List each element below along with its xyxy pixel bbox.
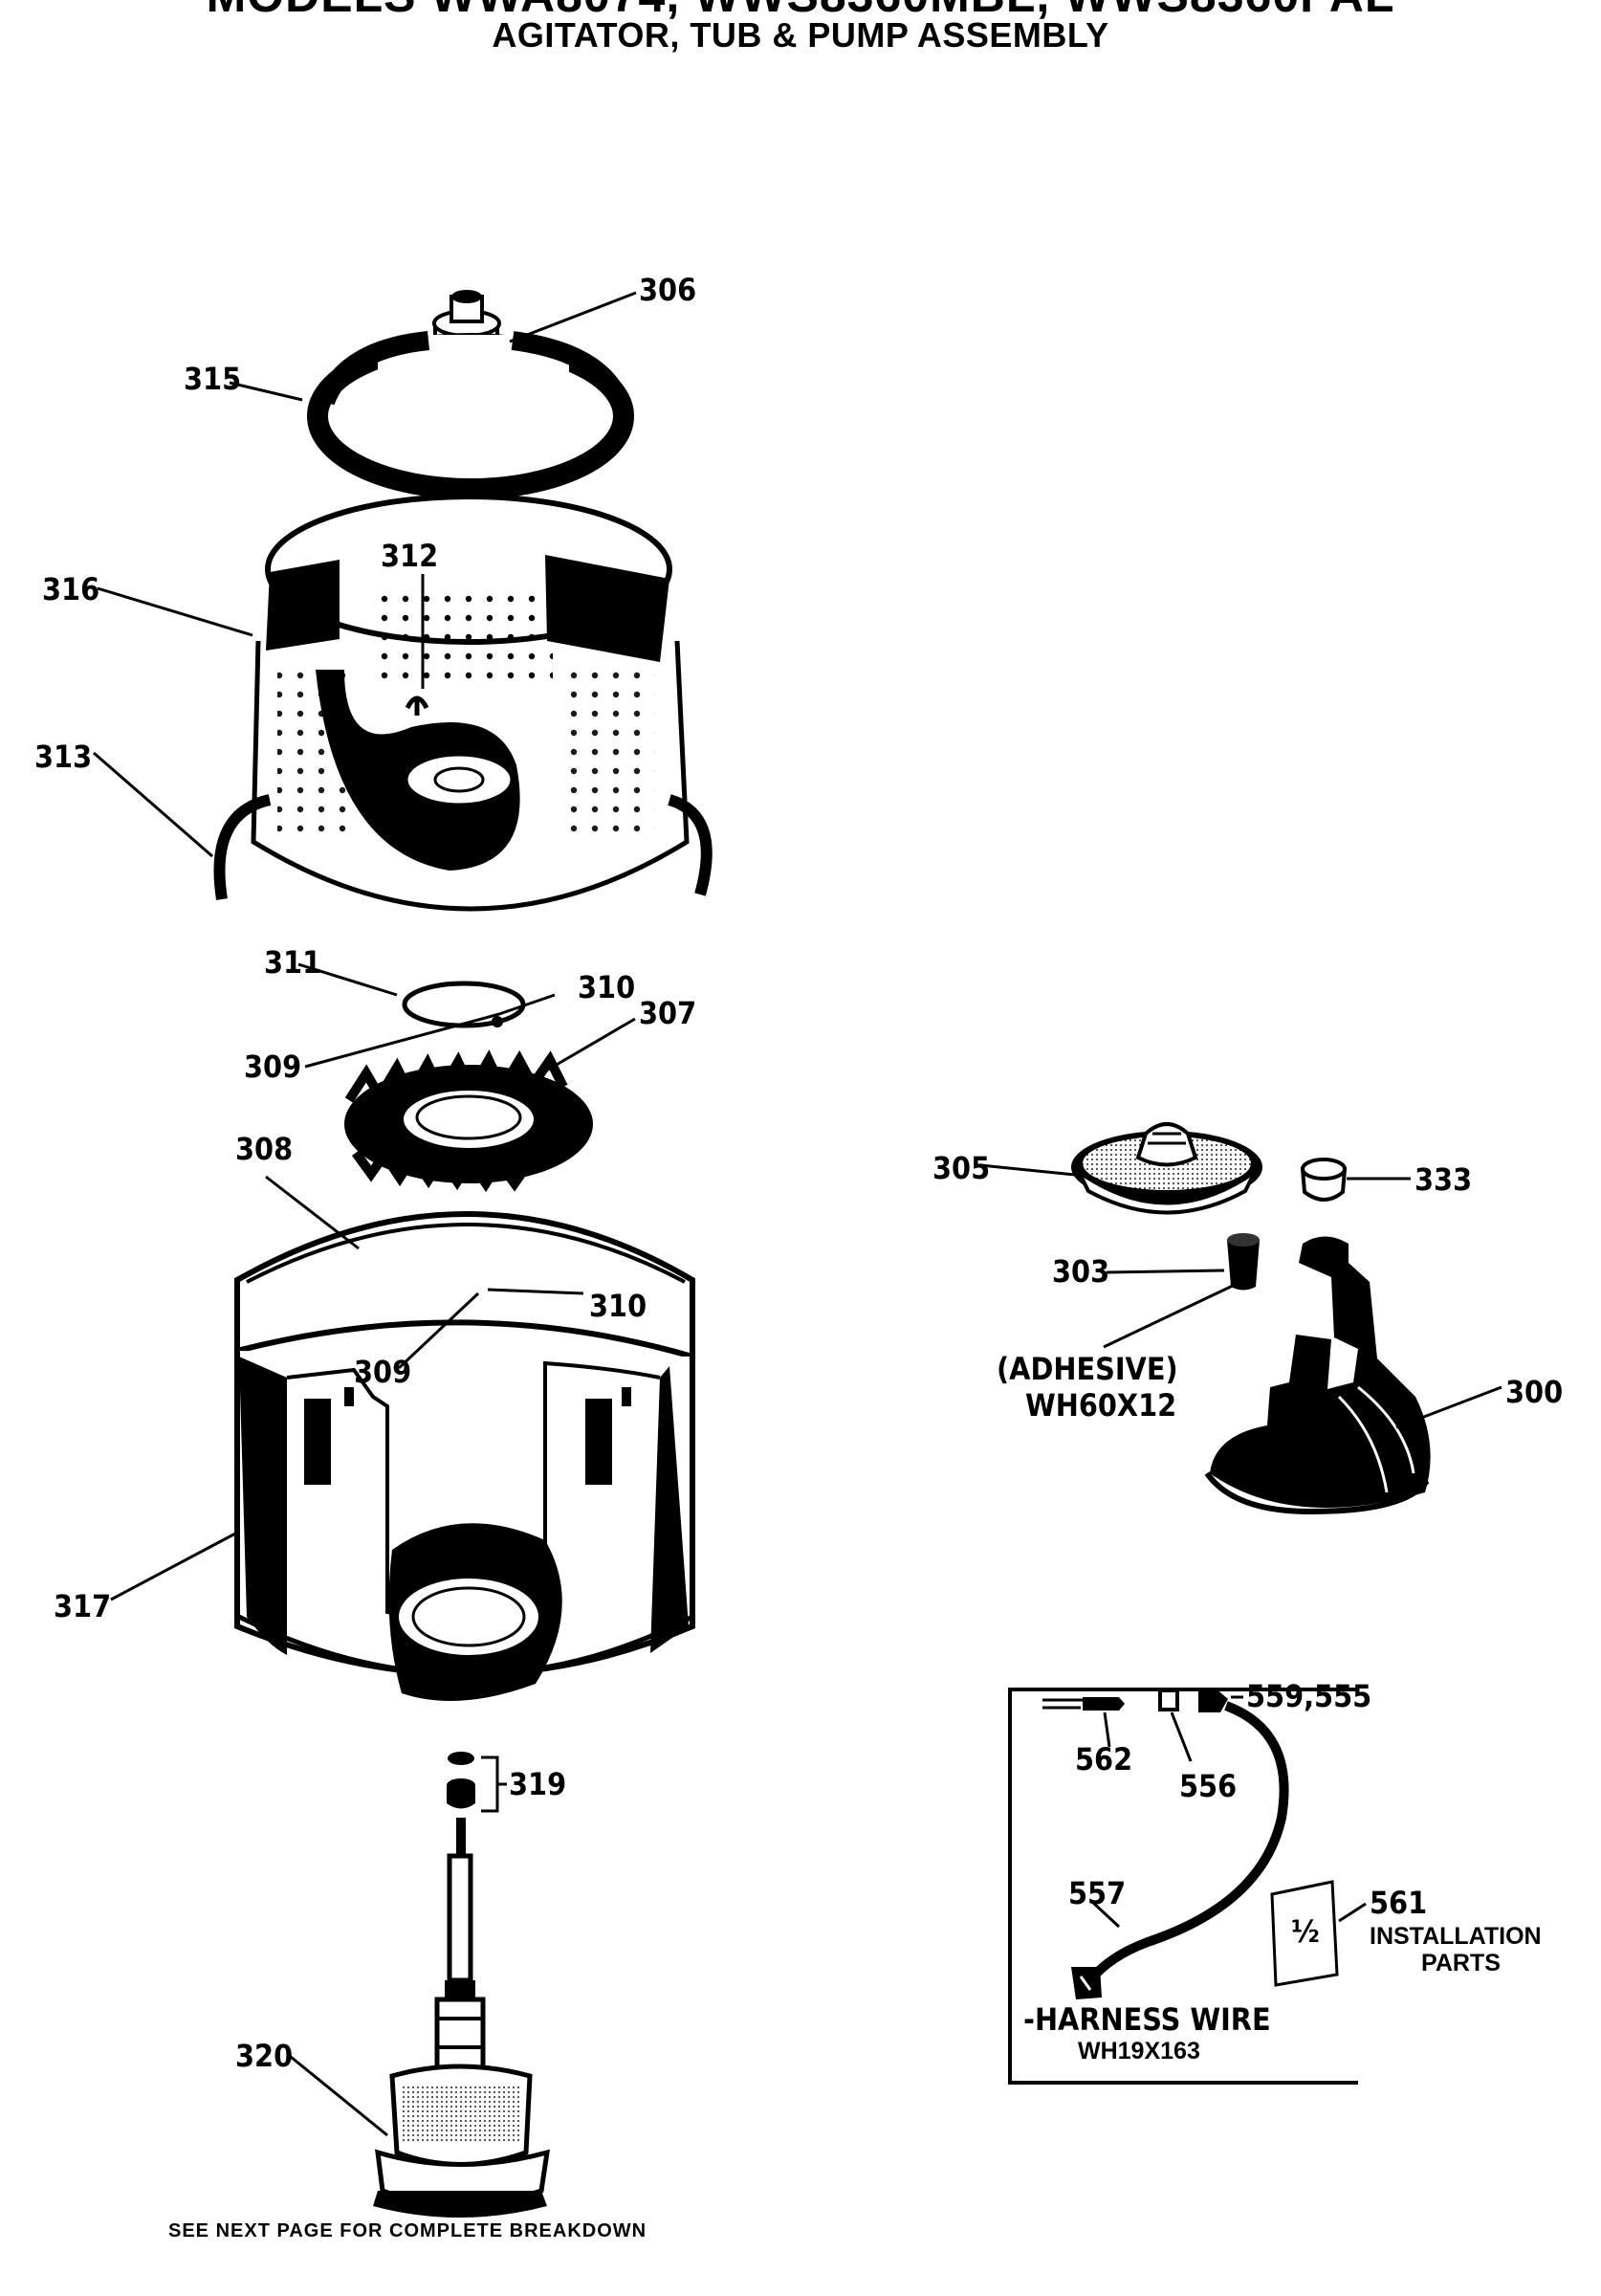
label-300: 300	[1505, 1374, 1563, 1410]
outer-tub-317	[234, 1211, 695, 1701]
label-installation: INSTALLATION	[1370, 1923, 1542, 1950]
label-556: 556	[1179, 1768, 1237, 1804]
label-320: 320	[235, 2038, 293, 2074]
label-307: 307	[639, 995, 696, 1031]
label-harness-part: WH19X163	[1078, 2038, 1200, 2064]
filter-cap-305	[1071, 1122, 1262, 1215]
label-308: 308	[235, 1131, 293, 1167]
label-309-upper: 309	[244, 1049, 301, 1085]
label-562: 562	[1075, 1741, 1132, 1777]
spin-basket-316	[251, 494, 690, 912]
agitator-300	[1204, 1236, 1431, 1515]
label-315: 315	[184, 361, 241, 397]
page-title: AGITATOR, TUB & PUMP ASSEMBLY	[492, 15, 1109, 55]
label-313: 313	[34, 739, 92, 775]
installation-kit-box: ½	[1008, 1688, 1358, 2085]
plug-303	[1227, 1233, 1260, 1291]
label-310-upper: 310	[578, 969, 635, 1005]
label-adhesive: (ADHESIVE)	[997, 1351, 1178, 1387]
label-310-lower: 310	[589, 1288, 647, 1324]
label-561: 561	[1370, 1885, 1427, 1921]
label-557: 557	[1068, 1875, 1126, 1911]
label-319: 319	[509, 1766, 566, 1802]
label-311: 311	[264, 944, 321, 981]
footer-note: SEE NEXT PAGE FOR COMPLETE BREAKDOWN	[168, 2220, 647, 2241]
label-312: 312	[381, 538, 438, 574]
label-317: 317	[54, 1588, 111, 1624]
label-303: 303	[1052, 1253, 1109, 1290]
seal-ring-311	[402, 981, 526, 1028]
balance-ring-315	[307, 331, 634, 499]
label-559-555: 559,555	[1246, 1678, 1371, 1714]
label-harness-wire: -HARNESS WIRE	[1023, 2001, 1271, 2038]
svg-text:½: ½	[1291, 1913, 1320, 1950]
seals-319	[447, 1752, 475, 1809]
label-adhesive-part: WH60X12	[1025, 1387, 1176, 1424]
label-333: 333	[1415, 1161, 1472, 1198]
models-heading: MODELS WWA8074, WWS8360MBL, WWS8360PAL	[0, 0, 1601, 23]
label-316: 316	[42, 571, 99, 607]
callout-labels: 306 315 316 312 313 311 310 307 309 308 …	[34, 272, 1563, 2074]
label-306: 306	[639, 272, 696, 308]
leader-lines	[93, 291, 1502, 2137]
gasket-307	[344, 1049, 593, 1193]
label-305: 305	[932, 1150, 990, 1186]
drive-pump-320	[373, 1818, 551, 2218]
cap-333	[1300, 1158, 1348, 1202]
label-309-lower: 309	[354, 1354, 411, 1390]
label-parts: PARTS	[1421, 1950, 1501, 1976]
hoses-313	[213, 794, 713, 900]
